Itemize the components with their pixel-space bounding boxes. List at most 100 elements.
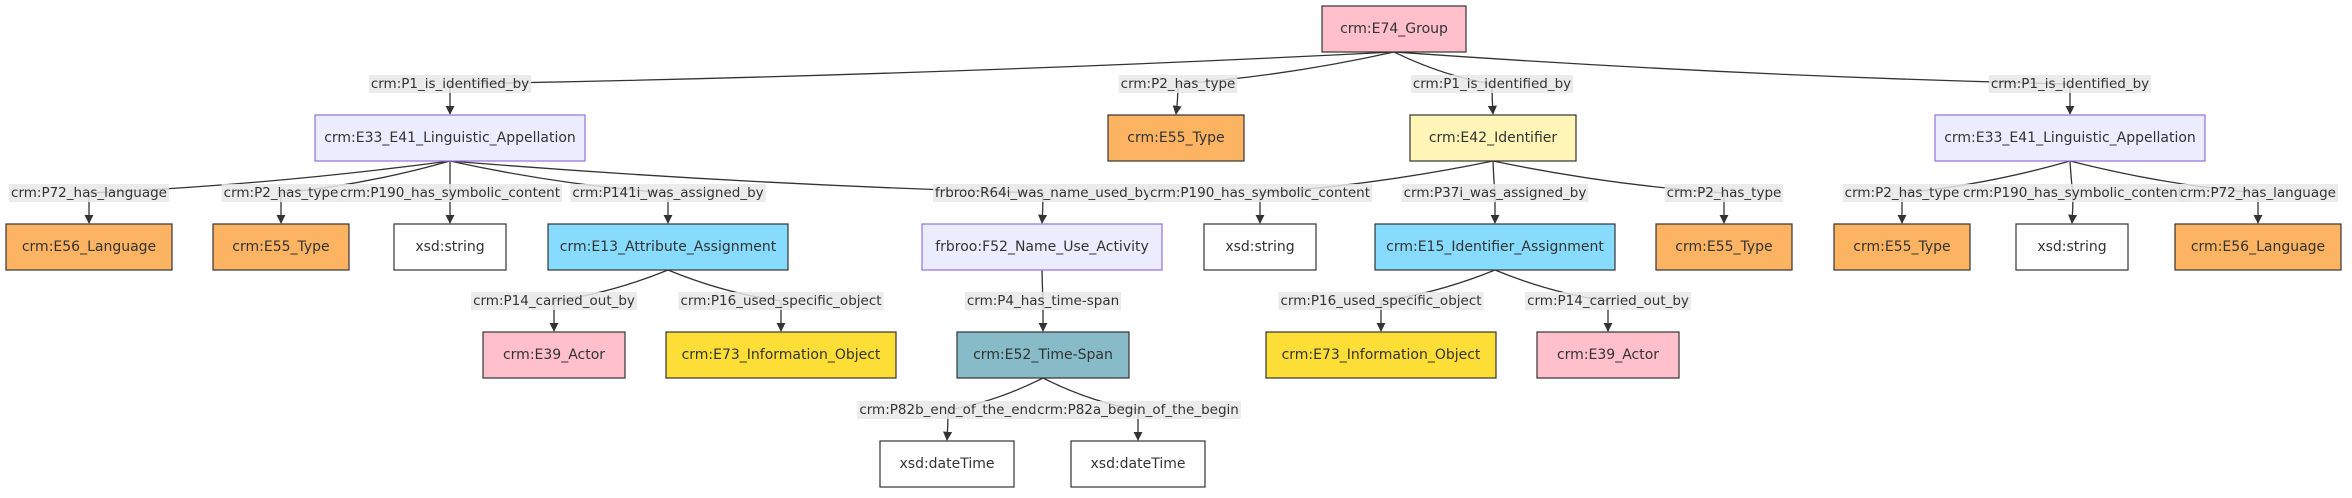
edge-label-background <box>2178 184 2338 202</box>
edge-label-background <box>1525 292 1691 310</box>
node-e73-information-object[interactable]: crm:E73_Information_Object <box>665 331 897 379</box>
node-e73-information-object[interactable]: crm:E73_Information_Object <box>1265 331 1497 379</box>
node-string[interactable]: xsd:string <box>1203 223 1317 271</box>
node-label: xsd:string <box>415 239 484 255</box>
node-box[interactable] <box>956 331 1130 379</box>
node-label: crm:E42_Identifier <box>1429 130 1558 146</box>
edge-label-text: crm:P82b_end_of_the_end <box>859 402 1036 418</box>
node-box[interactable] <box>665 331 897 379</box>
node-box[interactable] <box>1934 114 2206 162</box>
node-e56-language[interactable]: crm:E56_Language <box>5 223 173 271</box>
edge-label-p4-has-time-span: crm:P4_has_time-span <box>964 292 1122 310</box>
node-label: crm:E55_Type <box>1675 239 1772 255</box>
edge-label-background <box>1118 75 1238 93</box>
node-box[interactable] <box>1374 223 1616 271</box>
edge-label-text: crm:P72_has_language <box>2180 185 2336 201</box>
node-e15-identifier-assignment[interactable]: crm:E15_Identifier_Assignment <box>1374 223 1616 271</box>
edge-label-text: crm:P190_has_symbolic_content <box>340 185 560 201</box>
node-box[interactable] <box>1536 331 1680 379</box>
node-label: crm:E73_Information_Object <box>682 347 881 363</box>
edge-label-background <box>368 75 532 93</box>
node-datetime[interactable]: xsd:dateTime <box>879 440 1015 488</box>
node-string[interactable]: xsd:string <box>2015 223 2129 271</box>
edge-r64i-was-name-used-by <box>449 160 1048 224</box>
node-e74-group[interactable]: crm:E74_Group <box>1321 5 1467 53</box>
node-box[interactable] <box>1203 223 1317 271</box>
node-box[interactable] <box>5 223 173 271</box>
node-e42-identifier[interactable]: crm:E42_Identifier <box>1409 114 1577 162</box>
edge-label-text: crm:P82a_begin_of_the_begin <box>1037 402 1239 418</box>
node-label: crm:E39_Actor <box>503 347 605 363</box>
edge-label-text: crm:P2_has_type <box>1667 185 1782 201</box>
edge-label-text: crm:P16_used_specific_object <box>1280 293 1481 309</box>
edge-label-background <box>1960 184 2186 202</box>
node-box[interactable] <box>314 114 586 162</box>
edge-label-background <box>570 184 766 202</box>
node-box[interactable] <box>547 223 789 271</box>
node-e55-type[interactable]: crm:E55_Type <box>212 223 350 271</box>
node-box[interactable] <box>1833 223 1971 271</box>
edge-label-p1-is-identified-by: crm:P1_is_identified_by <box>1410 75 1574 93</box>
node-f52-name-use-activity[interactable]: frbroo:F52_Name_Use_Activity <box>921 223 1163 271</box>
edge-label-text: crm:P2_has_type <box>1121 76 1236 92</box>
node-e33-e41-linguistic-appellation[interactable]: crm:E33_E41_Linguistic_Appellation <box>314 114 586 162</box>
node-box[interactable] <box>1321 5 1467 53</box>
edge-label-background <box>964 292 1122 310</box>
edge-label-text: crm:P72_has_language <box>11 185 167 201</box>
node-label: xsd:string <box>2037 239 2106 255</box>
node-box[interactable] <box>393 223 507 271</box>
edge-label-p190-has-symbolic-content: crm:P190_has_symbolic_content <box>1147 184 1373 202</box>
nodes-layer: crm:E74_Group crm:E33_E41_Linguistic_Appe… <box>5 5 2342 488</box>
node-box[interactable] <box>1655 223 1793 271</box>
node-e56-language[interactable]: crm:E56_Language <box>2174 223 2342 271</box>
node-box[interactable] <box>1265 331 1497 379</box>
edge-label-text: crm:P190_has_symbolic_content <box>1150 185 1370 201</box>
edge-label-p190-has-symbolic-content: crm:P190_has_symbolic_content <box>337 184 563 202</box>
node-e39-actor[interactable]: crm:E39_Actor <box>482 331 626 379</box>
edge-label-background <box>1664 184 1784 202</box>
edge-label-text: crm:P141i_was_assigned_by <box>572 185 763 201</box>
edge-label-text: crm:P1_is_identified_by <box>1991 76 2149 92</box>
edge-label-background <box>337 184 563 202</box>
node-label: xsd:dateTime <box>1090 456 1185 472</box>
node-e13-attribute-assignment[interactable]: crm:E13_Attribute_Assignment <box>547 223 789 271</box>
node-label: crm:E55_Type <box>1853 239 1950 255</box>
edge-label-text: crm:P14_carried_out_by <box>1527 293 1689 309</box>
edge-p1-is-identified-by <box>1393 51 2075 115</box>
edge-label-text: crm:P4_has_time-span <box>967 293 1119 309</box>
node-label: xsd:string <box>1225 239 1294 255</box>
node-box[interactable] <box>1107 114 1245 162</box>
node-datetime[interactable]: xsd:dateTime <box>1070 440 1206 488</box>
node-box[interactable] <box>1409 114 1577 162</box>
node-e55-type[interactable]: crm:E55_Type <box>1655 223 1793 271</box>
node-box[interactable] <box>921 223 1163 271</box>
edge-label-background <box>1401 184 1589 202</box>
node-box[interactable] <box>482 331 626 379</box>
node-e55-type[interactable]: crm:E55_Type <box>1107 114 1245 162</box>
node-label: crm:E39_Actor <box>1557 347 1659 363</box>
node-label: crm:E73_Information_Object <box>1282 347 1481 363</box>
edge-label-background <box>1842 184 1962 202</box>
node-box[interactable] <box>2174 223 2342 271</box>
node-box[interactable] <box>2015 223 2129 271</box>
edge-label-text: crm:P1_is_identified_by <box>371 76 529 92</box>
node-string[interactable]: xsd:string <box>393 223 507 271</box>
edge-label-p1-is-identified-by: crm:P1_is_identified_by <box>368 75 532 93</box>
edge-label-p82b-end-of-the-end: crm:P82b_end_of_the_end <box>857 401 1039 419</box>
node-e39-actor[interactable]: crm:E39_Actor <box>1536 331 1680 379</box>
edge-label-background <box>1035 401 1241 419</box>
node-label: crm:E15_Identifier_Assignment <box>1386 239 1604 255</box>
edge-label-p190-has-symbolic-content: crm:P190_has_symbolic_content <box>1960 184 2186 202</box>
node-label: crm:E52_Time-Span <box>973 347 1113 363</box>
node-box[interactable] <box>879 440 1015 488</box>
node-e55-type[interactable]: crm:E55_Type <box>1833 223 1971 271</box>
edge-label-background <box>1278 292 1484 310</box>
node-box[interactable] <box>1070 440 1206 488</box>
node-label: frbroo:F52_Name_Use_Activity <box>935 239 1149 255</box>
node-e52-time-span[interactable]: crm:E52_Time-Span <box>956 331 1130 379</box>
edge-label-p2-has-type: crm:P2_has_type <box>1118 75 1238 93</box>
edge-label-background <box>1410 75 1574 93</box>
edge-label-background <box>1988 75 2152 93</box>
node-box[interactable] <box>212 223 350 271</box>
node-e33-e41-linguistic-appellation[interactable]: crm:E33_E41_Linguistic_Appellation <box>1934 114 2206 162</box>
